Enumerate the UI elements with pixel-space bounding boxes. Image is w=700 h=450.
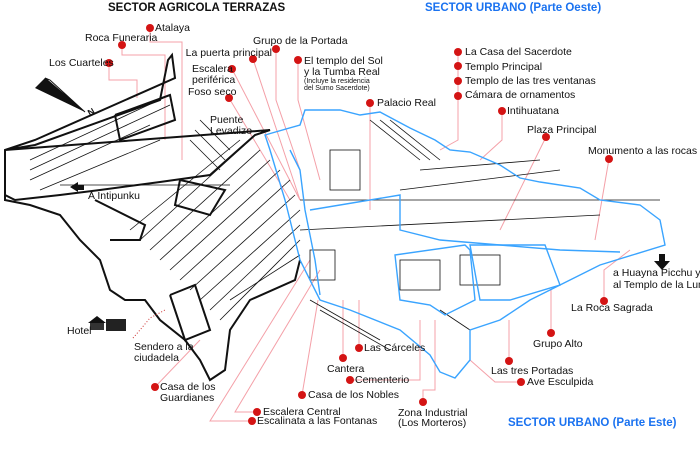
- marker-ave-esculpida: [517, 378, 525, 386]
- marker-zona-industrial: [419, 398, 427, 406]
- marker-casa-sacerdote: [454, 48, 462, 56]
- label-intipunku: A Intipunku: [88, 190, 140, 202]
- label-grupo-portada: Grupo de la Portada: [253, 35, 348, 47]
- marker-grupo-alto: [547, 329, 555, 337]
- label-roca-funeraria: Roca Funeraria: [85, 32, 158, 44]
- label-casa-sacerdote: La Casa del Sacerdote: [465, 46, 572, 58]
- label-guardianes-2: Guardianes: [160, 392, 215, 404]
- terrace-lines: [29, 94, 301, 321]
- marker-tres-portadas: [505, 357, 513, 365]
- label-escalera-central: Escalera Central: [263, 406, 341, 418]
- trail-path: [132, 309, 166, 339]
- marker-roca-funeraria: [118, 41, 126, 49]
- label-sendero-2: ciudadela: [134, 352, 179, 364]
- huayna-picchu-arrow-icon: [654, 254, 670, 270]
- label-templo-sol-1: El templo del Sol: [304, 55, 383, 67]
- marker-palacio-real: [366, 99, 374, 107]
- marker-cantera: [339, 354, 347, 362]
- label-carceles: Las Cárceles: [364, 342, 426, 354]
- label-zona-industrial-1: Zona Industrial: [398, 407, 468, 419]
- sector-agricola-title: SECTOR AGRICOLA TERRAZAS: [108, 2, 286, 14]
- label-escalera-periferica-1: Escalera: [192, 63, 233, 75]
- marker-foso-seco: [225, 94, 233, 102]
- marker-intihuatana: [498, 107, 506, 115]
- label-hotel: Hotel: [67, 325, 92, 337]
- hotel-icon: [88, 316, 126, 331]
- marker-grupo-portada: [272, 45, 280, 53]
- marker-cementerio: [346, 376, 354, 384]
- label-guardianes-1: Casa de los: [160, 381, 216, 393]
- label-cementerio: Cementerio: [355, 374, 410, 386]
- marker-camara: [454, 92, 462, 100]
- label-puerta-principal: La puerta principal: [185, 47, 272, 59]
- marker-escalinata: [248, 417, 256, 425]
- label-camara: Cámara de ornamentos: [465, 89, 576, 101]
- label-templo-principal: Templo Principal: [465, 61, 543, 73]
- marker-los-cuarteles: [105, 59, 113, 67]
- sector-outlines: [264, 109, 666, 379]
- compass-north-arrow: [35, 77, 86, 113]
- label-grupo-alto: Grupo Alto: [533, 338, 583, 350]
- label-zona-industrial-2: (Los Morteros): [398, 417, 467, 429]
- marker-tres-ventanas: [454, 77, 462, 85]
- label-tres-ventanas: Templo de las tres ventanas: [465, 75, 596, 87]
- intipunku-arrow-icon: [70, 182, 84, 192]
- sector-urbano-este-title: SECTOR URBANO (Parte Este): [508, 417, 677, 429]
- marker-templo-sol: [294, 56, 302, 64]
- urban-buildings: [299, 119, 660, 351]
- label-intihuatana: Intihuatana: [507, 105, 559, 117]
- label-puente-2: Levadizo: [210, 125, 253, 137]
- label-templo-sol-4: del Sumo Sacerdote): [304, 85, 370, 92]
- label-escalera-periferica-2: periférica: [192, 74, 236, 86]
- label-huayna-1: a Huayna Picchu y: [613, 267, 700, 279]
- label-monumento-rocas: Monumento a las rocas: [588, 145, 698, 157]
- marker-carceles: [355, 344, 363, 352]
- label-ave-esculpida: Ave Esculpida: [527, 376, 594, 388]
- label-sendero-1: Sendero a la: [134, 341, 194, 353]
- label-plaza-principal: Plaza Principal: [527, 124, 597, 136]
- marker-guardianes: [151, 383, 159, 391]
- label-escalinata: Escalinata a las Fontanas: [257, 415, 378, 427]
- sector-urbano-oeste-title: SECTOR URBANO (Parte Oeste): [425, 2, 602, 14]
- label-roca-sagrada: La Roca Sagrada: [571, 302, 653, 314]
- label-huayna-2: al Templo de la Luna: [613, 279, 700, 291]
- marker-templo-principal: [454, 62, 462, 70]
- label-cantera: Cantera: [327, 363, 365, 375]
- marker-escalera-periferica: [228, 65, 236, 73]
- label-foso-seco: Foso seco: [188, 86, 237, 98]
- label-puente-1: Puente: [210, 114, 244, 126]
- marker-escalera-central: [253, 408, 261, 416]
- label-casa-nobles: Casa de los Nobles: [308, 389, 400, 401]
- label-tres-portadas: Las tres Portadas: [491, 365, 574, 377]
- marker-roca-sagrada: [600, 297, 608, 305]
- agricultural-terraces: [4, 52, 301, 382]
- marker-plaza-principal: [542, 133, 550, 141]
- label-los-cuarteles: Los Cuarteles: [49, 57, 114, 69]
- label-templo-sol-2: y la Tumba Real: [304, 66, 380, 78]
- label-palacio-real: Palacio Real: [377, 97, 436, 109]
- marker-casa-nobles: [298, 391, 306, 399]
- marker-monumento-rocas: [605, 155, 613, 163]
- marker-atalaya: [146, 24, 154, 32]
- marker-puerta-principal: [249, 55, 257, 63]
- label-atalaya: Atalaya: [155, 22, 191, 34]
- label-templo-sol-3: (Incluye la residencia: [304, 78, 370, 85]
